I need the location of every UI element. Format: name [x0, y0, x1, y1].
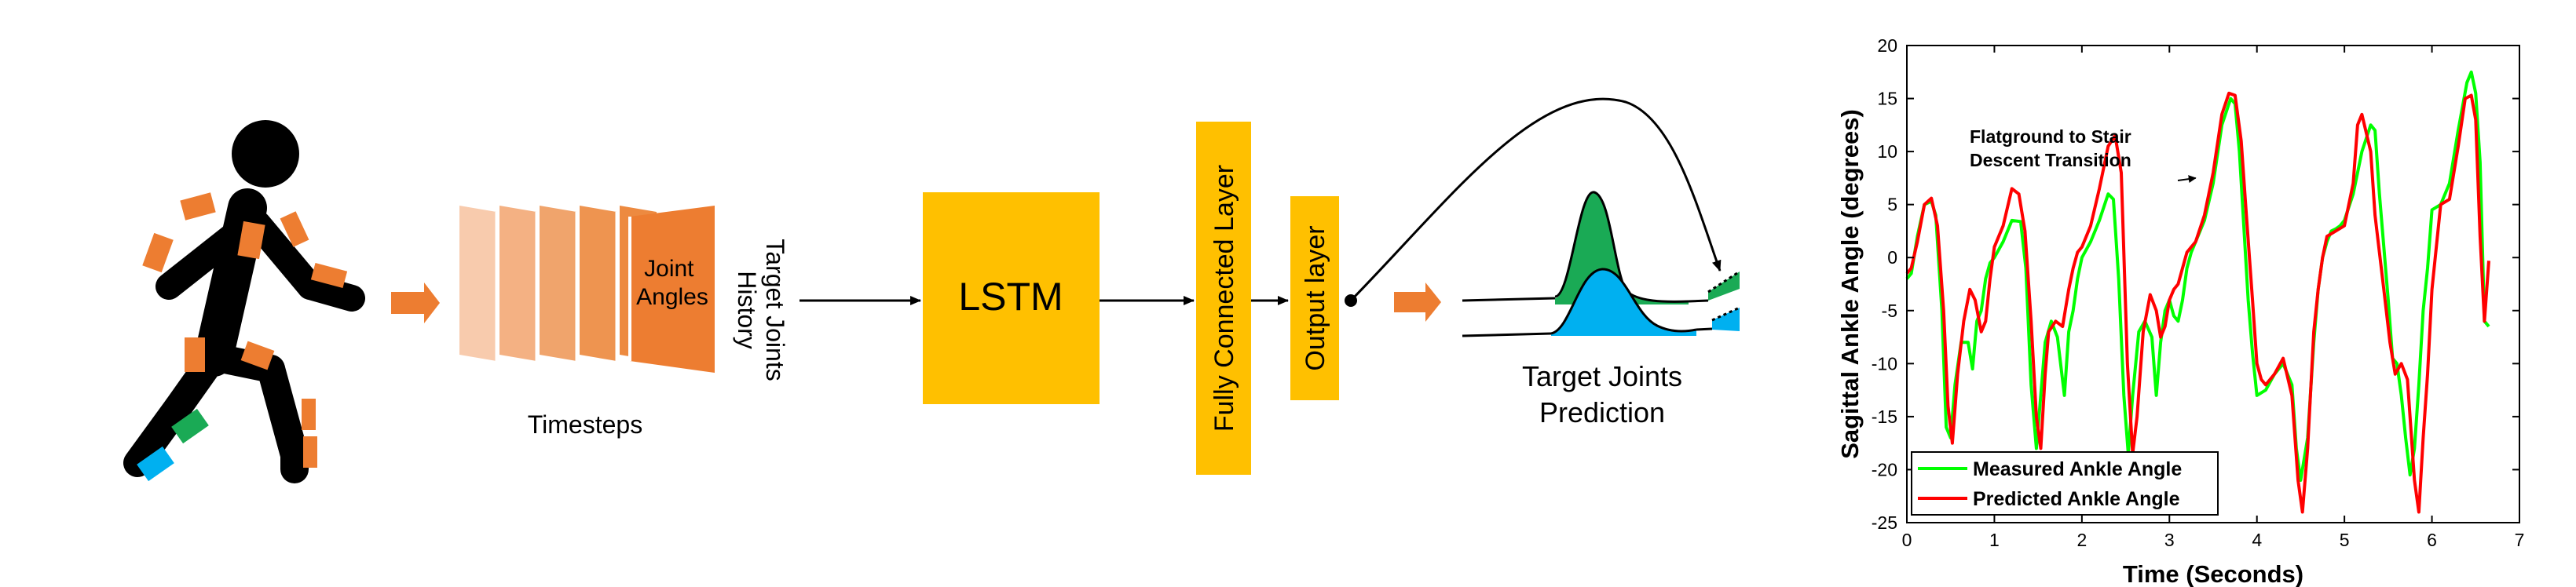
legend-box: [1911, 451, 2219, 516]
target-joints-history-line1: Target Joints: [761, 239, 789, 381]
x-tick-label: 7: [2515, 530, 2525, 550]
y-tick-label: 15: [1877, 89, 1897, 109]
y-axis-label: Sagittal Ankle Angle (degrees): [1836, 109, 1864, 459]
timesteps-label: Timesteps: [528, 410, 642, 439]
x-tick-label: 3: [2164, 530, 2175, 550]
transition-annotation: Flatground to Stair Descent Transition: [1970, 126, 2197, 184]
x-tick-label: 1: [1989, 530, 2000, 550]
prediction-label-line1: Target Joints: [1522, 360, 1682, 392]
x-tick-label: 2: [2077, 530, 2087, 550]
ankle-angle-chart: 0 1 2 3 4 5 6 7 -25 -20 -15 -10 -5 0 5 10 15 20 Sagittal …: [1836, 35, 2524, 587]
x-tick-label: 4: [2252, 530, 2262, 550]
output-layer-label: Output layer: [1301, 225, 1330, 370]
lstm-block: [923, 192, 1100, 404]
target-joints-history-line2: History: [733, 271, 761, 349]
x-axis-label: Time (Seconds): [2123, 560, 2303, 587]
joint-angles-label: Joint Angles: [636, 256, 708, 310]
prediction-label-line2: Prediction: [1539, 396, 1665, 428]
legend-label-measured: Measured Ankle Angle: [1973, 458, 2182, 480]
input-arrow-icon: [391, 283, 440, 323]
prediction-arrow-icon: [1394, 283, 1441, 322]
x-tick-label: 5: [2340, 530, 2350, 550]
series-line-predicted: [1905, 91, 2490, 514]
y-tick-label: 0: [1887, 247, 1897, 268]
annotation-arrow: [2177, 175, 2197, 184]
walking-person-icon: [123, 120, 365, 483]
y-tick-label: 20: [1877, 35, 1897, 56]
history-label-group: Target Joints History: [733, 239, 789, 381]
annotation-line1: Flatground to Stair: [1970, 126, 2131, 147]
y-tick-label: -25: [1872, 512, 1897, 533]
prediction-distributions: [1462, 191, 1740, 337]
chart-legend: Measured Ankle Angle Predicted Ankle Ang…: [1911, 451, 2219, 516]
y-tick-label: 5: [1887, 195, 1897, 215]
lstm-label: LSTM: [958, 275, 1063, 319]
legend-label-predicted: Predicted Ankle Angle: [1973, 488, 2180, 510]
fully-connected-block: [1196, 122, 1251, 475]
fully-connected-label: Fully Connected Layer: [1209, 165, 1239, 432]
y-tick-label: -5: [1882, 301, 1897, 321]
y-tick-label: -15: [1872, 407, 1897, 427]
annotation-line2: Descent Transition: [1970, 150, 2131, 170]
plot-frame: [1906, 45, 2520, 523]
x-tick-label: 6: [2427, 530, 2437, 550]
timesteps-stack: [459, 206, 715, 373]
series-line-measured: [1905, 70, 2490, 482]
y-tick-label: 10: [1877, 141, 1897, 162]
output-layer-block: [1290, 196, 1339, 400]
forecast-curve-arrow: [1349, 97, 1722, 302]
y-tick-label: -10: [1872, 353, 1897, 374]
x-tick-label: 0: [1902, 530, 1912, 550]
y-tick-label: -20: [1872, 459, 1897, 479]
